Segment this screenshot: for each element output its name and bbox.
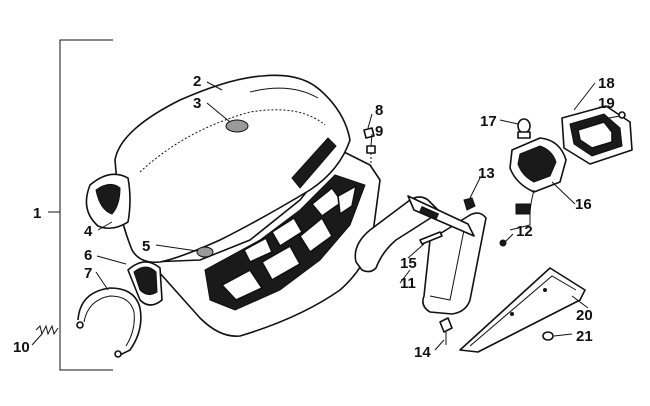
callout-4: 4 [84, 223, 93, 240]
callout-13: 13 [478, 165, 495, 182]
spring-part [35, 324, 59, 336]
bulb-17 [517, 118, 531, 139]
leader-lines [31, 81, 596, 351]
callout-10: 10 [13, 339, 30, 356]
grab-handle [354, 195, 487, 315]
nut-13 [463, 197, 476, 211]
callout-9: 9 [375, 123, 383, 140]
seat-strap [76, 287, 142, 358]
callout-21: 21 [576, 328, 593, 345]
washer-21 [542, 331, 554, 341]
callout-15: 15 [400, 255, 417, 272]
assembly-bracket [48, 39, 113, 371]
callout-18: 18 [598, 75, 615, 92]
mud-flap [459, 267, 586, 353]
callout-2: 2 [193, 73, 201, 90]
part-14 [439, 317, 453, 345]
callout-6: 6 [84, 247, 92, 264]
callout-7: 7 [84, 265, 92, 282]
callout-20: 20 [576, 307, 593, 324]
base-emblem [196, 246, 214, 258]
callout-12: 12 [516, 223, 533, 240]
callout-5: 5 [142, 238, 150, 255]
seat-assembly [85, 74, 381, 337]
callout-1: 1 [33, 205, 41, 222]
tail-light [509, 105, 633, 231]
callout-8: 8 [375, 102, 383, 119]
callout-17: 17 [480, 113, 497, 130]
seat-side-logo [291, 137, 337, 189]
callout-11: 11 [400, 275, 416, 292]
seat-emblem [225, 119, 249, 133]
callout-19: 19 [598, 95, 615, 112]
bolt-15 [419, 231, 443, 245]
seat-cushion [114, 74, 351, 264]
callout-16: 16 [575, 196, 592, 213]
callout-3: 3 [193, 95, 201, 112]
callout-labels: 1 2 3 4 5 6 7 8 9 10 11 12 13 14 15 16 1… [13, 73, 615, 361]
callout-14: 14 [414, 344, 431, 361]
screw-19 [597, 111, 626, 121]
nut-12 [499, 239, 507, 247]
